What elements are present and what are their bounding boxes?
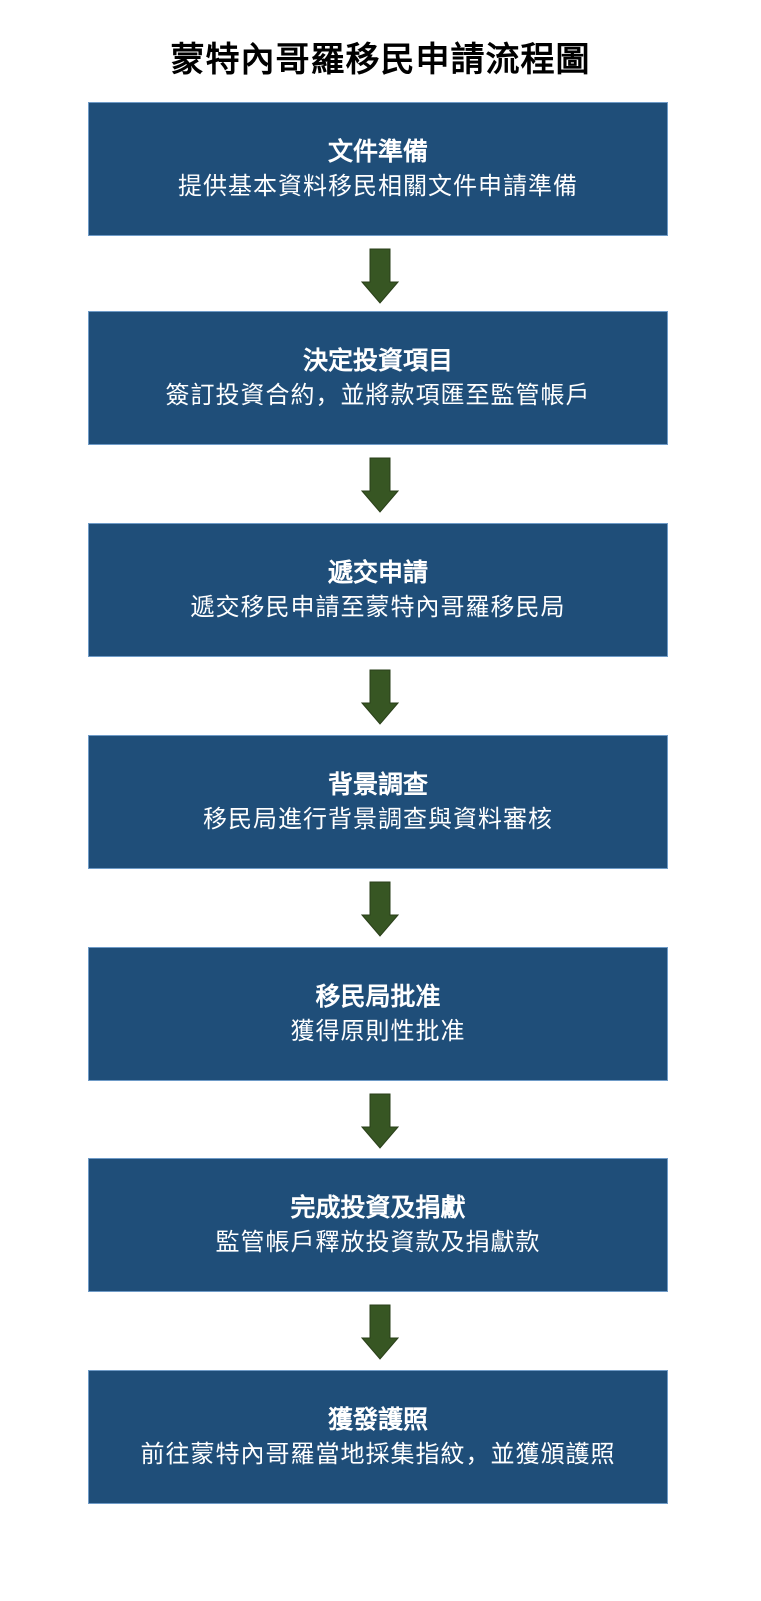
step-detail: 移民局進行背景調查與資料審核 [203,805,553,833]
step-heading: 背景調查 [327,770,428,799]
step-detail: 簽訂投資合約，並將款項匯至監管帳戶 [165,381,591,409]
step-heading: 移民局批准 [315,982,441,1011]
down-arrow-icon [361,457,399,513]
step-box: 遞交申請遞交移民申請至蒙特內哥羅移民局 [88,523,668,657]
down-arrow-icon [361,669,399,725]
step-box: 獲發護照前往蒙特內哥羅當地採集指紋，並獲頒護照 [88,1370,668,1504]
step-detail: 遞交移民申請至蒙特內哥羅移民局 [190,593,566,621]
step-heading: 遞交申請 [327,558,428,587]
step-detail: 提供基本資料移民相關文件申請準備 [178,172,578,200]
down-arrow-icon [361,1304,399,1360]
step-box: 移民局批准獲得原則性批准 [88,947,668,1081]
step-heading: 決定投資項目 [302,346,453,375]
step-detail: 監管帳戶釋放投資款及捐獻款 [215,1228,541,1256]
step-heading: 文件準備 [327,137,428,166]
step-box: 背景調查移民局進行背景調查與資料審核 [88,735,668,869]
down-arrow-icon [361,881,399,937]
step-box: 決定投資項目簽訂投資合約，並將款項匯至監管帳戶 [88,311,668,445]
diagram-title: 蒙特內哥羅移民申請流程圖 [170,40,591,80]
step-heading: 獲發護照 [327,1405,428,1434]
step-box: 文件準備提供基本資料移民相關文件申請準備 [88,102,668,236]
step-detail: 獲得原則性批准 [290,1017,466,1045]
down-arrow-icon [361,248,399,304]
step-heading: 完成投資及捐獻 [290,1193,466,1222]
step-detail: 前往蒙特內哥羅當地採集指紋，並獲頒護照 [140,1440,616,1468]
down-arrow-icon [361,1093,399,1149]
step-box: 完成投資及捐獻監管帳戶釋放投資款及捐獻款 [88,1158,668,1292]
